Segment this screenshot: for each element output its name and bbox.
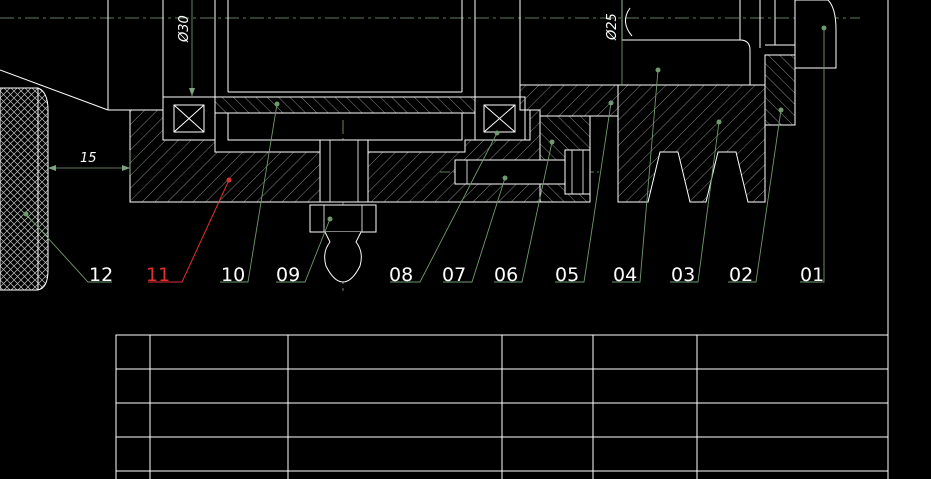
balloon-09[interactable]: 09: [276, 264, 300, 286]
balloon-02[interactable]: 02: [729, 264, 753, 286]
leader-lines: [25, 28, 825, 283]
balloon-05[interactable]: 05: [555, 264, 579, 286]
leader-dots: [23, 25, 827, 222]
dimension-dia-30: Ø30: [177, 0, 195, 96]
part-02-nut: [759, 0, 796, 126]
leader-10: [220, 103, 278, 283]
leader-02: [728, 109, 782, 283]
part-07-screw: [454, 149, 591, 195]
leader-08: [390, 132, 498, 283]
balloon-08[interactable]: 08: [389, 264, 413, 286]
part-01-shaft-end: [621, 0, 837, 85]
leader-06: [494, 141, 553, 283]
leader-07: [443, 177, 506, 283]
part-12-knob: [0, 87, 49, 291]
balloon-01[interactable]: 01: [800, 264, 824, 286]
dimension-dia-25: Ø25: [605, 0, 623, 85]
part-04-pulley: [617, 84, 766, 203]
leader-04: [612, 69, 659, 283]
leader-11: [148, 179, 230, 283]
balloon-12[interactable]: 12: [89, 264, 113, 286]
bearing-right: [474, 96, 526, 141]
dimension-length-15-text: 15: [80, 151, 97, 166]
leader-09: [276, 218, 331, 283]
part-09-grease-nipple: [309, 139, 377, 283]
leader-dot-11: [226, 177, 232, 183]
dimension-length-15: 15: [48, 150, 131, 175]
title-block-table[interactable]: [115, 334, 889, 479]
balloon-07[interactable]: 07: [442, 264, 466, 286]
balloon-03[interactable]: 03: [671, 264, 695, 286]
leader-12: [25, 213, 112, 283]
bearing-left: [162, 96, 216, 141]
leader-01: [800, 28, 825, 283]
dimension-dia-30-text: Ø30: [177, 15, 192, 43]
balloon-04[interactable]: 04: [613, 264, 637, 286]
balloon-10[interactable]: 10: [221, 264, 245, 286]
balloon-11[interactable]: 11: [146, 264, 170, 286]
balloon-06[interactable]: 06: [494, 264, 518, 286]
shaft-body: [0, 0, 521, 111]
leader-03: [670, 121, 720, 283]
part-10-sleeve: [214, 96, 476, 141]
dimension-dia-25-text: Ø25: [605, 13, 620, 41]
leader-05: [555, 102, 612, 283]
